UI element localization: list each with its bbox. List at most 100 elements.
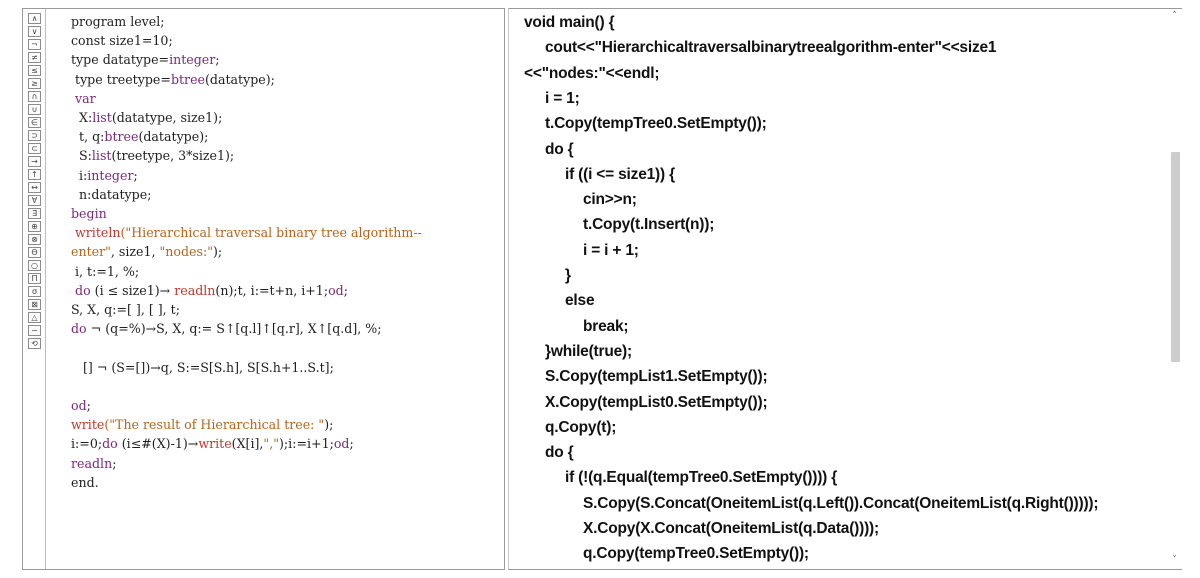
- code-line: i:=0;do (i≤#(X)-1)→write(X[i],",");i:=i+…: [71, 434, 354, 453]
- code-line: const size1=10;: [71, 31, 173, 50]
- code-token: enter": [71, 244, 111, 260]
- vertical-scrollbar[interactable]: ˄ ˅: [1167, 9, 1182, 569]
- code-line: type datatype=integer;: [71, 50, 220, 69]
- symbol-button[interactable]: ∈: [28, 117, 41, 128]
- code-line: end.: [71, 473, 99, 492]
- symbol-button[interactable]: Π: [28, 273, 41, 284]
- code-line: do {: [545, 140, 574, 158]
- code-token: begin: [71, 206, 107, 221]
- symbol-button[interactable]: →: [28, 156, 41, 167]
- code-token: ¬ (q=%)→S, X, q:= S↑[q.l]↑[q.r], X↑[q.d]…: [86, 321, 382, 337]
- symbol-button[interactable]: ∪: [28, 104, 41, 115]
- code-token: "nodes:": [159, 244, 214, 260]
- code-token: writeln: [71, 225, 121, 241]
- code-line: if ((i <= size1)) {: [565, 165, 675, 183]
- code-line: od;: [71, 396, 91, 415]
- scroll-down-icon[interactable]: ˅: [1172, 555, 1177, 565]
- code-line: }while(true);: [545, 342, 632, 360]
- code-token: i:=0;: [71, 436, 103, 452]
- symbol-button[interactable]: ≠: [28, 52, 41, 63]
- symbol-button[interactable]: ⟲: [28, 338, 41, 349]
- code-token: btree: [104, 129, 139, 145]
- code-line: i = i + 1;: [583, 241, 639, 259]
- code-token: X:: [71, 110, 93, 125]
- code-line: t.Copy(t.Insert(n));: [583, 216, 715, 234]
- code-line: i = 1;: [545, 89, 580, 107]
- code-token: od: [333, 436, 350, 452]
- code-token: program level;: [71, 14, 165, 29]
- code-token: od: [71, 398, 87, 413]
- code-token: (X[i],: [231, 436, 264, 452]
- code-token: type datatype=: [71, 52, 170, 68]
- code-line: S.Copy(S.Concat(OneitemList(q.Left()).Co…: [583, 494, 1099, 512]
- code-token: ;: [86, 398, 91, 413]
- code-line: i:integer;: [71, 166, 138, 185]
- code-line: X.Copy(X.Concat(OneitemList(q.Data())));: [583, 520, 879, 537]
- symbol-button[interactable]: ≤: [28, 65, 41, 76]
- code-token: , size1,: [110, 244, 160, 260]
- code-token: (treetype, 3*size1);: [111, 148, 235, 164]
- code-line: enter", size1, "nodes:");: [71, 242, 222, 261]
- symbol-button[interactable]: ○: [28, 260, 41, 271]
- code-token: integer: [169, 52, 216, 68]
- code-line: X:list(datatype, size1);: [71, 108, 222, 127]
- code-line: do ¬ (q=%)→S, X, q:= S↑[q.l]↑[q.r], X↑[q…: [71, 319, 381, 338]
- code-line: readln;: [71, 454, 116, 473]
- scroll-up-icon[interactable]: ˄: [1172, 11, 1177, 21]
- symbol-button[interactable]: ∨: [28, 26, 41, 37]
- code-line: write("The result of Hierarchical tree: …: [71, 415, 333, 434]
- code-token: write: [71, 417, 105, 433]
- code-token: list: [92, 110, 112, 125]
- symbol-button[interactable]: σ: [28, 286, 41, 297]
- symbol-button[interactable]: ≥: [28, 78, 41, 89]
- symbol-button[interactable]: ∧: [28, 13, 41, 24]
- code-line: var: [71, 89, 96, 108]
- symbol-button[interactable]: ⊗: [28, 234, 41, 245]
- code-token: type treetype=: [71, 71, 171, 87]
- scroll-thumb[interactable]: [1171, 152, 1180, 362]
- code-token: (datatype);: [205, 71, 275, 87]
- code-token: integer: [87, 167, 134, 183]
- code-line: S:list(treetype, 3*size1);: [71, 146, 234, 165]
- code-token: const size1=10;: [71, 33, 173, 49]
- code-token: od: [328, 282, 344, 298]
- symbol-button[interactable]: ⊃: [28, 130, 41, 141]
- code-line: X.Copy(tempList0.SetEmpty());: [545, 393, 768, 411]
- code-line: t, q:btree(datatype);: [71, 127, 208, 146]
- right-code-editor[interactable]: void main() {cout<<"Hierarchicaltraversa…: [508, 8, 1182, 570]
- symbol-button[interactable]: △: [28, 312, 41, 323]
- code-line: S.Copy(tempList1.SetEmpty());: [545, 368, 768, 386]
- code-line: t.Copy(tempTree0.SetEmpty());: [545, 115, 767, 133]
- symbol-button[interactable]: ∃: [28, 208, 41, 219]
- code-token: );i:=i+1;: [279, 436, 334, 452]
- code-token: (i≤#(X)-1)→: [117, 436, 199, 452]
- code-line: q.Copy(t);: [545, 418, 617, 436]
- symbol-button[interactable]: ↑: [28, 169, 41, 180]
- code-token: readln: [71, 455, 113, 471]
- symbol-button[interactable]: ∩: [28, 91, 41, 102]
- symbol-button[interactable]: ¬: [28, 39, 41, 50]
- code-token: [] ¬ (S=[])→q, S:=S[S.h], S[S.h+1..S.t];: [71, 359, 334, 375]
- symbol-button[interactable]: ∀: [28, 195, 41, 206]
- code-line: S, X, q:=[ ], [ ], t;: [71, 300, 180, 319]
- code-token: (datatype, size1);: [111, 110, 223, 125]
- code-line: <<"nodes:"<<endl;: [524, 64, 660, 82]
- symbol-button[interactable]: ⊠: [28, 299, 41, 310]
- symbol-button[interactable]: ⊕: [28, 221, 41, 232]
- symbol-button[interactable]: −: [28, 325, 41, 336]
- code-token: ;: [343, 282, 348, 298]
- code-token: ;: [112, 455, 117, 471]
- code-line: do {: [545, 444, 574, 462]
- code-token: ;: [349, 436, 354, 452]
- symbol-button[interactable]: ↔: [28, 182, 41, 193]
- code-token: write: [198, 436, 232, 452]
- code-line: writeln("Hierarchical traversal binary t…: [71, 223, 422, 242]
- code-token: (i ≤ size1)→: [90, 282, 175, 298]
- code-line: cin>>n;: [583, 191, 637, 209]
- symbol-button[interactable]: Θ: [28, 247, 41, 258]
- symbol-button[interactable]: ⊂: [28, 143, 41, 154]
- code-token: i, t:=1, %;: [71, 263, 140, 279]
- code-line: type treetype=btree(datatype);: [71, 70, 275, 89]
- code-line: void main() {: [524, 14, 615, 31]
